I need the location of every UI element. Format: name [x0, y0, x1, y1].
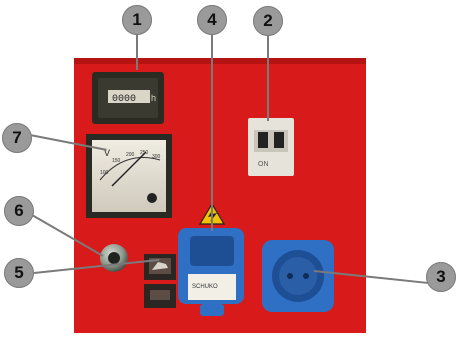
breaker-switch — [274, 132, 284, 148]
panel-shade — [74, 58, 366, 64]
leader-line — [211, 34, 213, 231]
ignition-knob — [100, 244, 128, 272]
leader-line — [267, 35, 269, 121]
callout-4: 4 — [197, 5, 227, 35]
callout-6: 6 — [4, 196, 34, 226]
breaker-label: ON — [258, 161, 269, 168]
voltmeter-tick-label: 300 — [152, 154, 161, 160]
circuit-breaker: ON — [248, 118, 294, 176]
voltmeter-adjust-screw — [147, 193, 157, 203]
callout-7: 7 — [2, 123, 32, 153]
hour-meter: 0000 h — [92, 72, 164, 124]
callout-1: 1 — [122, 5, 152, 35]
breaker-switch — [258, 132, 268, 148]
voltmeter-tick-label: 200 — [126, 152, 135, 158]
voltmeter-tick-label: 250 — [140, 150, 149, 156]
voltmeter-tick-label: 100 — [100, 170, 109, 176]
socket-230v-right — [262, 240, 334, 312]
socket-label: SCHUKO — [192, 284, 218, 290]
leader-line — [136, 34, 138, 70]
callout-2: 2 — [253, 6, 283, 36]
callout-3: 3 — [426, 262, 456, 292]
hour-meter-digits: 0000 — [112, 94, 136, 105]
callout-5: 5 — [4, 258, 34, 288]
voltmeter-tick-label: 150 — [112, 158, 121, 164]
socket-230v-left: SCHUKO — [178, 228, 244, 316]
hour-meter-unit: h — [151, 93, 156, 103]
